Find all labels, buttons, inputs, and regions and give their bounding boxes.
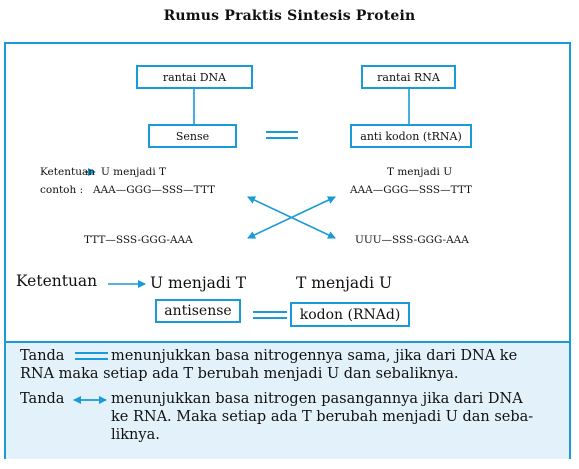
right-rule-text: T menjadi U bbox=[387, 166, 453, 178]
sense-box: Sense bbox=[148, 124, 237, 148]
note-1-tanda: Tanda bbox=[20, 348, 65, 364]
left-rule-label: Ketentuan bbox=[40, 166, 95, 178]
rantai-dna-box: rantai DNA bbox=[136, 65, 253, 89]
left-example-seq: AAA—GGG—SSS—TTT bbox=[93, 184, 216, 196]
note-2-line-3: liknya. bbox=[111, 427, 160, 443]
kodon-box: kodon (RNAd) bbox=[290, 302, 410, 327]
big-rule-right: T menjadi U bbox=[296, 274, 393, 292]
big-rule-label: Ketentuan bbox=[16, 272, 98, 290]
anti-kodon-box: anti kodon (tRNA) bbox=[350, 124, 472, 148]
left-result-seq: TTT—SSS-GGG-AAA bbox=[84, 234, 193, 246]
rantai-rna-box: rantai RNA bbox=[361, 65, 456, 89]
note-2-line-1: menunjukkan basa nitrogen pasangannya ji… bbox=[111, 391, 523, 407]
left-rule-text: U menjadi T bbox=[101, 166, 167, 178]
note-1-line-2: RNA maka setiap ada T berubah menjadi U … bbox=[20, 366, 459, 382]
antisense-box: antisense bbox=[155, 299, 241, 323]
note-2-tanda: Tanda bbox=[20, 391, 65, 407]
right-result-seq: UUU—SSS-GGG-AAA bbox=[355, 234, 469, 246]
note-2-line-2: ke RNA. Maka setiap ada T berubah menjad… bbox=[111, 409, 534, 425]
left-example-label: contoh : bbox=[40, 184, 84, 196]
big-rule-left: U menjadi T bbox=[150, 274, 247, 292]
note-1-line-1: menunjukkan basa nitrogennya sama, jika … bbox=[111, 348, 518, 364]
right-example-seq: AAA—GGG—SSS—TTT bbox=[350, 184, 473, 196]
page-title: Rumus Praktis Sintesis Protein bbox=[163, 8, 416, 24]
